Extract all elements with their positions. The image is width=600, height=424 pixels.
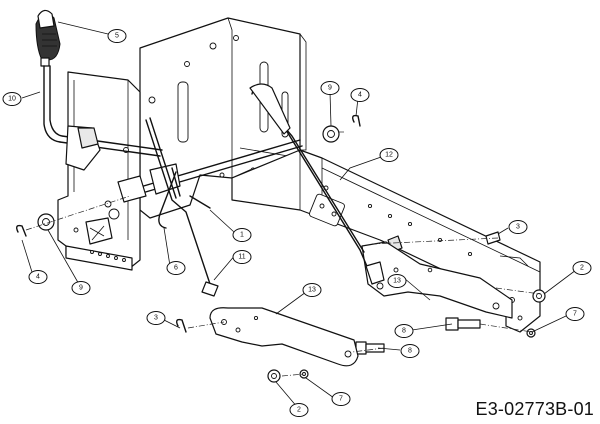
callout-2-lower: 2 [289,403,309,417]
svg-text:1: 1 [240,232,244,239]
hardware-right-washer-7 [526,328,536,338]
svg-text:5: 5 [115,33,119,40]
callout-7-lower: 7 [331,392,351,406]
callout-7-right: 7 [565,307,585,321]
callout-1: 1 [232,228,252,242]
hardware-upper-nut-9 [322,125,340,143]
svg-text:9: 9 [328,85,332,92]
lift-arm [249,83,385,285]
callout-12: 12 [379,148,399,162]
hardware-left-clip-4 [15,224,27,237]
callout-8-right: 8 [394,324,414,338]
callout-13-right: 13 [387,274,407,288]
callout-6: 6 [166,261,186,275]
hardware-upper-clip-4 [351,114,361,127]
svg-text:8: 8 [402,328,406,335]
svg-text:12: 12 [385,152,393,159]
callout-11: 11 [232,250,252,264]
svg-text:4: 4 [36,274,40,281]
svg-text:13: 13 [393,278,401,285]
hardware-lower-nut-2 [267,369,281,383]
svg-text:4: 4 [358,92,362,99]
hardware-right-nut-2 [532,289,546,303]
svg-text:2: 2 [297,407,301,414]
svg-text:9: 9 [79,285,83,292]
hardware-left-nut-9 [37,213,55,231]
assembly-axes [25,131,541,377]
right-bracket [361,241,513,319]
callout-13-lower: 13 [302,283,322,297]
hardware-lower-clip-3 [175,318,187,333]
callout-9-upper: 9 [320,81,340,95]
svg-text:2: 2 [580,265,584,272]
svg-text:3: 3 [516,224,520,231]
left-mount-plate [57,71,141,271]
lower-link-plate [209,307,359,367]
svg-text:10: 10 [8,96,16,103]
svg-text:8: 8 [408,348,412,355]
svg-text:6: 6 [174,265,178,272]
callout-5: 5 [107,29,127,43]
callout-4-upper: 4 [350,88,370,102]
svg-text:7: 7 [573,311,577,318]
svg-text:13: 13 [308,287,316,294]
callout-8-lower: 8 [400,344,420,358]
svg-text:3: 3 [154,315,158,322]
callout-4-lower: 4 [28,270,48,284]
svg-text:11: 11 [238,254,245,261]
callout-9-lower: 9 [71,281,91,295]
lift-lever-handle [35,9,163,171]
svg-text:7: 7 [339,396,343,403]
callout-3-lower: 3 [146,311,166,325]
callout-3-right: 3 [508,220,528,234]
drawing-code: E3-02773B-01 [475,399,594,419]
callout-2-right: 2 [572,261,592,275]
linkage-rods [145,117,219,297]
callout-10: 10 [2,92,22,106]
